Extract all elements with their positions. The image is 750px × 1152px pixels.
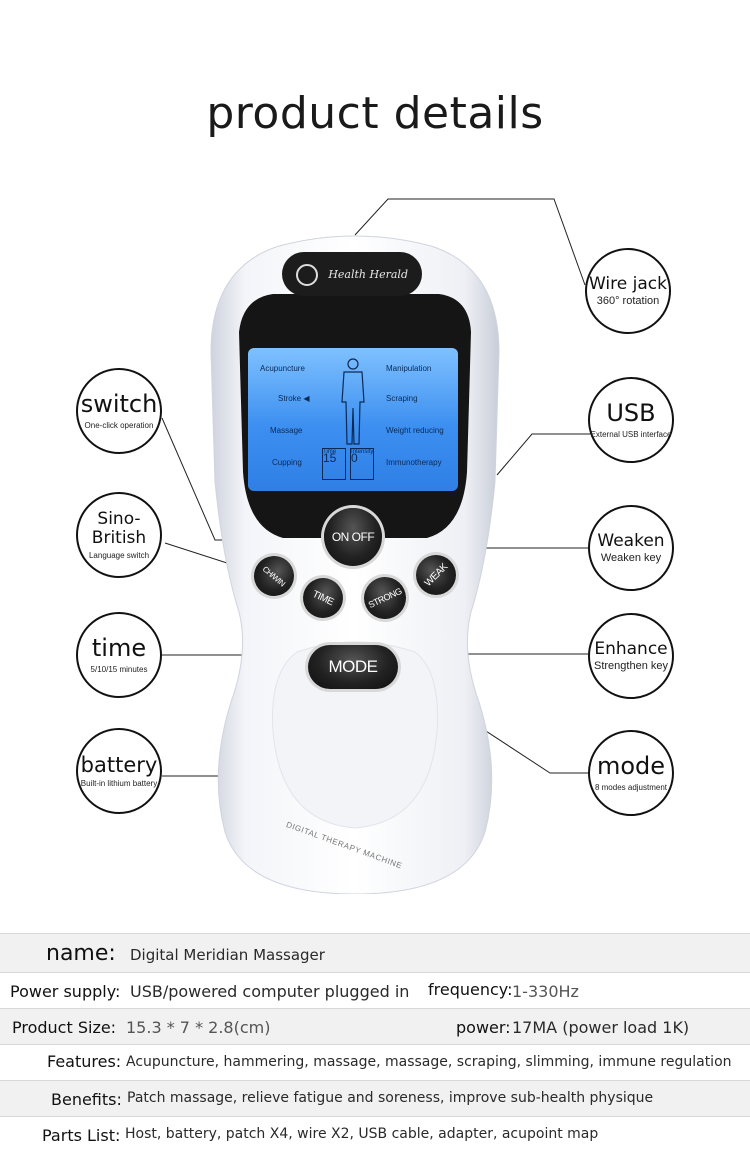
page-title: product details	[206, 88, 544, 139]
lcd-time-label: Time	[323, 449, 337, 455]
lcd-intensity-box: 0 Intensity	[350, 448, 374, 480]
spec-value: USB/powered computer plugged in	[130, 982, 410, 1001]
lcd-intensity-value: 0	[351, 451, 358, 465]
lcd-time-box: 15 Time	[322, 448, 346, 480]
callout-mode: mode 8 modes adjustment	[588, 730, 674, 816]
callout-sino-british: Sino-British Language switch	[76, 492, 162, 578]
spec-value: 15.3 * 7 * 2.8(cm)	[126, 1018, 271, 1037]
spec-label: name:	[46, 941, 116, 966]
callout-title: time	[91, 634, 147, 663]
spec-row-features: Features: Acupuncture, hammering, massag…	[0, 1044, 750, 1080]
lcd-time-value: 15	[323, 451, 337, 465]
callout-subtitle: Strengthen key	[594, 660, 668, 673]
callout-title: mode	[596, 752, 666, 781]
spec-row-benefits: Benefits: Patch massage, relieve fatigue…	[0, 1080, 750, 1116]
callout-wire-jack: Wire jack 360° rotation	[585, 248, 671, 334]
callout-subtitle: 8 modes adjustment	[594, 782, 668, 792]
callout-usb: USB External USB interface	[588, 377, 674, 463]
body-figure-icon	[341, 358, 365, 445]
spec-label: Benefits:	[51, 1090, 122, 1109]
lcd-mode-label: Stroke ◀	[278, 394, 310, 403]
spec-table: name: Digital Meridian Massager Power su…	[0, 933, 750, 1152]
callout-battery: battery Built-in lithium battery	[76, 728, 162, 814]
lcd-screen: Acupuncture Stroke ◀ Massage Cupping Man…	[248, 348, 458, 491]
spec-row-size: Product Size: 15.3 * 7 * 2.8(cm) power: …	[0, 1008, 750, 1044]
mode-button[interactable]: MODE	[308, 645, 398, 689]
brand-logo: Health Herald	[282, 252, 422, 296]
spec-value: 17MA (power load 1K)	[512, 1018, 690, 1037]
lcd-mode-label: Weight reducing	[386, 426, 444, 435]
callout-subtitle: External USB interface	[590, 429, 672, 439]
callout-enhance: Enhance Strengthen key	[588, 613, 674, 699]
callout-time: time 5/10/15 minutes	[76, 612, 162, 698]
spec-label: Features:	[47, 1052, 122, 1071]
callout-subtitle: Built-in lithium battery	[80, 779, 158, 789]
callout-title: Sino-British	[91, 509, 147, 548]
callout-title: Enhance	[594, 638, 668, 659]
spec-label: Power supply:	[10, 982, 121, 1001]
spec-value: Patch massage, relieve fatigue and soren…	[127, 1090, 654, 1106]
lcd-mode-label: Acupuncture	[260, 364, 305, 373]
brand-swirl-icon	[296, 264, 318, 286]
callout-title: USB	[606, 399, 656, 428]
callout-switch: switch One-click operation	[76, 368, 162, 454]
callout-title: Wire jack	[589, 273, 667, 294]
spec-row-power-supply: Power supply: USB/powered computer plugg…	[0, 972, 750, 1008]
lcd-mode-label: Scraping	[386, 394, 418, 403]
callout-subtitle: 5/10/15 minutes	[90, 664, 148, 674]
callout-subtitle: Weaken key	[600, 552, 662, 565]
spec-label: Product Size:	[12, 1018, 117, 1037]
brand-name: Health Herald	[328, 267, 408, 281]
spec-value: Host, battery, patch X4, wire X2, USB ca…	[125, 1126, 599, 1142]
on-off-button[interactable]: ON OFF	[324, 508, 382, 566]
lcd-intensity-label: Intensity	[351, 449, 374, 455]
spec-label: Parts List:	[42, 1126, 121, 1145]
spec-value: 1-330Hz	[512, 982, 579, 1001]
callout-title: switch	[80, 390, 158, 419]
spec-value: Acupuncture, hammering, massage, massage…	[126, 1054, 732, 1070]
callout-subtitle: One-click operation	[84, 420, 154, 430]
lcd-mode-label: Immunotherapy	[386, 458, 442, 467]
spec-label: power:	[456, 1018, 511, 1037]
spec-label: frequency:	[428, 980, 513, 999]
lcd-mode-label: Cupping	[272, 458, 302, 467]
callout-title: Weaken	[597, 530, 665, 551]
lcd-mode-label: Massage	[270, 426, 303, 435]
spec-row-parts: Parts List: Host, battery, patch X4, wir…	[0, 1116, 750, 1152]
lcd-mode-label: Manipulation	[386, 364, 432, 373]
callout-weaken: Weaken Weaken key	[588, 505, 674, 591]
callout-subtitle: 360° rotation	[596, 295, 660, 308]
spec-row-name: name: Digital Meridian Massager	[0, 933, 750, 972]
callout-title: battery	[80, 752, 158, 777]
spec-value: Digital Meridian Massager	[130, 946, 325, 964]
callout-subtitle: Language switch	[88, 550, 150, 560]
